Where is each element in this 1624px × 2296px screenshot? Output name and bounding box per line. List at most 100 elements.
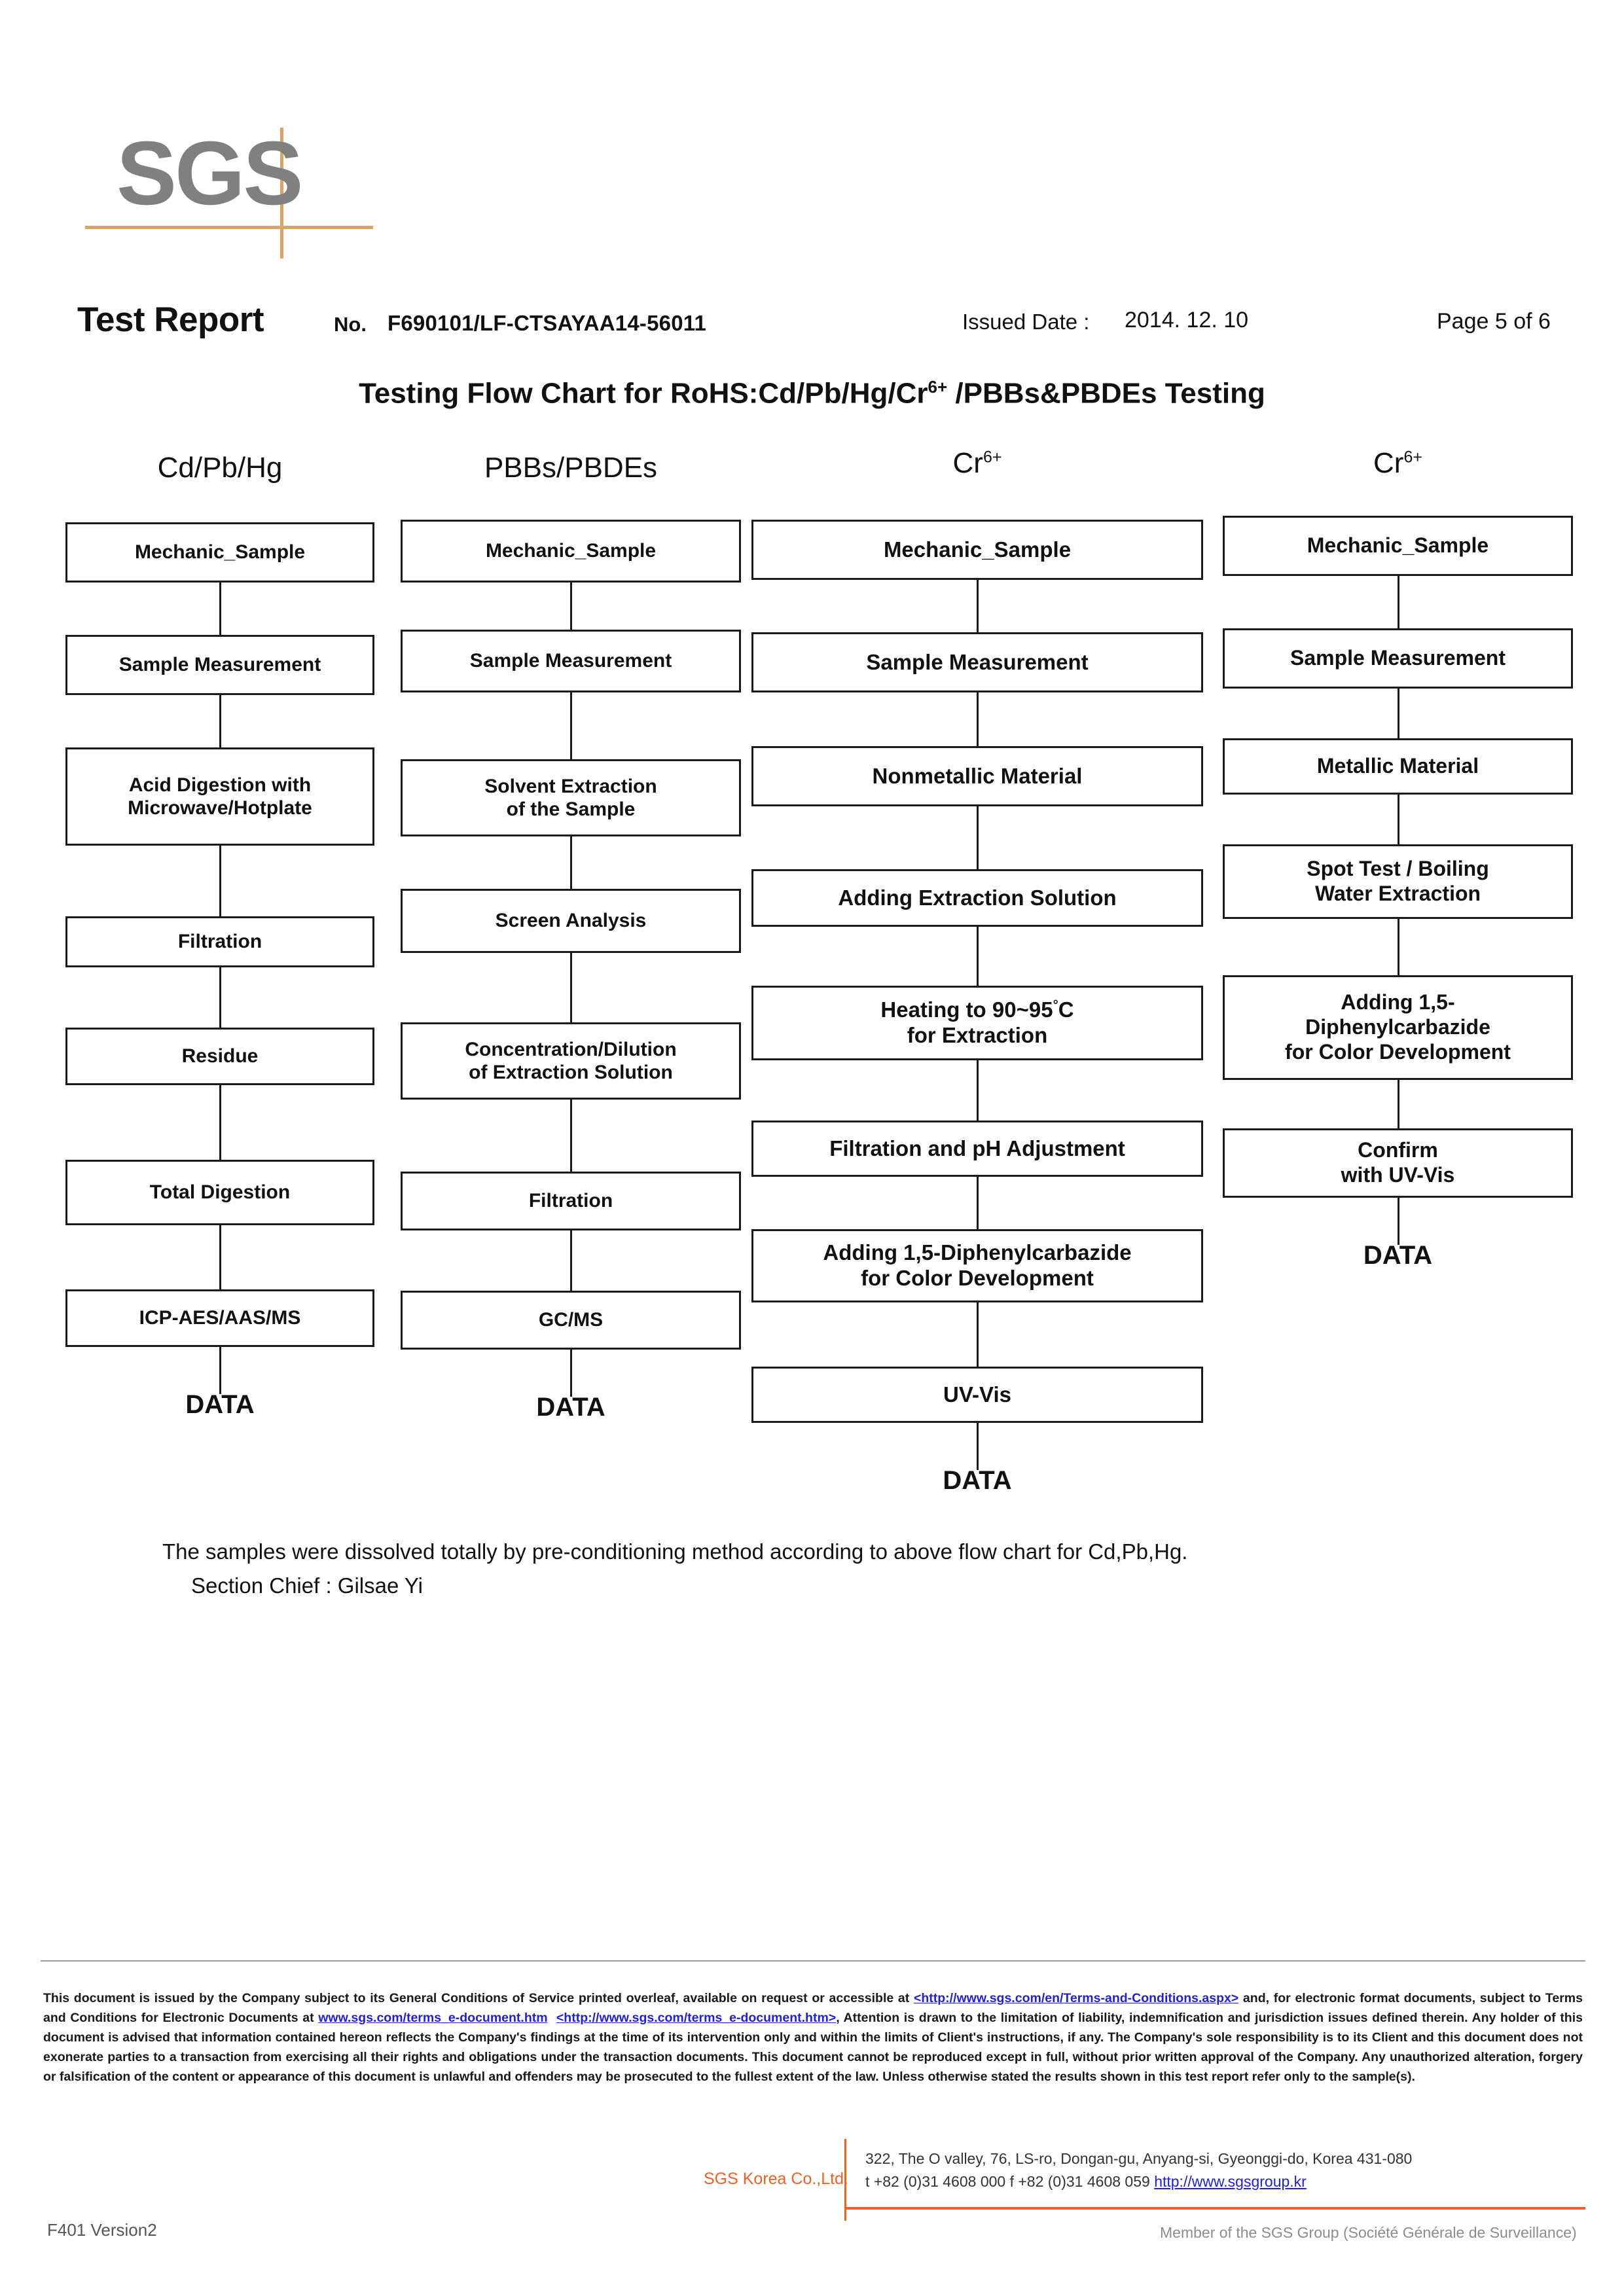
flow-column-heading: Cr6+ (1223, 447, 1573, 480)
e-document-terms-link[interactable]: www.sgs.com/terms_e-document.htm (318, 2011, 548, 2025)
flow-step-line: Total Digestion (149, 1181, 291, 1204)
flow-step-label: Residue (182, 1045, 259, 1067)
flow-step-line: Water Extraction (1314, 882, 1481, 905)
flow-step-line: Acid Digestion with (128, 774, 312, 796)
company-name: SGS Korea Co.,Ltd. (704, 2170, 848, 2188)
flow-step-line: ICP-AES/AAS/MS (139, 1307, 301, 1329)
flow-step-line: Mechanic_Sample (1307, 533, 1489, 558)
e-document-terms-url[interactable]: <http://www.sgs.com/terms_e-document.htm… (556, 2011, 837, 2025)
flow-step-line: Spot Test / Boiling (1307, 857, 1489, 881)
logo-wordmark: SGS (117, 123, 303, 224)
flow-connector-line (219, 694, 221, 749)
flow-connector-line (570, 952, 572, 1024)
flow-chart-title-tail: /PBBs&PBDEs Testing (947, 377, 1265, 410)
flow-connector-line (570, 835, 572, 890)
flow-connector-line (570, 581, 572, 631)
flow-step-box: Mechanic_Sample (751, 520, 1203, 580)
flow-terminal-data-label: DATA (536, 1393, 605, 1422)
flow-step-line: Mechanic_Sample (134, 541, 306, 564)
flow-step-box: Nonmetallic Material (751, 746, 1203, 806)
flow-step-box: Mechanic_Sample (65, 522, 374, 583)
flow-step-line: Mechanic_Sample (883, 537, 1072, 562)
flow-step-label: Nonmetallic Material (873, 764, 1083, 789)
sgs-group-member-note: Member of the SGS Group (Société Général… (1160, 2224, 1577, 2241)
flow-step-label: Sample Measurement (1290, 646, 1506, 671)
flow-step-box: Total Digestion (65, 1160, 374, 1225)
issued-date-label: Issued Date : (962, 310, 1090, 334)
flow-step-box: Sample Measurement (65, 635, 374, 695)
flow-connector-line (977, 691, 979, 747)
terms-and-conditions-link[interactable]: <http://www.sgs.com/en/Terms-and-Conditi… (913, 1991, 1239, 2005)
flow-chart-title: Testing Flow Chart for RoHS:Cd/Pb/Hg/Cr6… (0, 377, 1624, 410)
page-number: Page 5 of 6 (1437, 309, 1551, 334)
flow-connector-line (219, 1224, 221, 1291)
flow-column-heading-text: Cd/Pb/Hg (157, 452, 283, 484)
flow-step-line: Residue (181, 1045, 259, 1067)
flow-step-box: UV-Vis (751, 1367, 1203, 1423)
footer-divider (41, 1960, 1585, 1962)
flow-step-box: Filtration (65, 916, 374, 967)
flow-column-heading-text: Cr (952, 447, 983, 479)
flow-step-line: Diphenylcarbazide (1305, 1015, 1490, 1039)
flow-column-heading: Cr6+ (751, 447, 1203, 480)
flow-column-heading-superscript: 6+ (983, 448, 1002, 467)
sgs-logo: SGS (85, 128, 373, 262)
flow-step-box: Filtration and pH Adjustment (751, 1121, 1203, 1177)
flow-step-line: Metallic Material (1316, 754, 1479, 778)
flow-step-label: UV-Vis (943, 1382, 1011, 1408)
flow-step-box: Adding Extraction Solution (751, 869, 1203, 927)
flow-step-label: ICP-AES/AAS/MS (139, 1306, 301, 1329)
flow-terminal-data-label: DATA (185, 1390, 255, 1419)
flow-step-line: Sample Measurement (469, 650, 672, 672)
company-website-link[interactable]: http://www.sgsgroup.kr (1154, 2173, 1307, 2190)
company-address: 322, The O valley, 76, LS-ro, Dongan-gu,… (865, 2150, 1413, 2167)
disclaimer-part-3: , Attention is drawn to the limitation o… (43, 2011, 1583, 2084)
flow-connector-line (977, 805, 979, 870)
flow-step-line: of the Sample (506, 798, 636, 820)
flow-terminal-data-label: DATA (943, 1466, 1012, 1495)
flow-column-heading: PBBs/PBDEs (401, 452, 741, 484)
flow-step-line: Concentration/Dilution (465, 1038, 677, 1060)
report-no-label: No. (334, 313, 367, 336)
flow-step-label: Filtration (178, 930, 262, 953)
flow-connector-line (977, 1059, 979, 1122)
flow-connector-line (977, 1301, 979, 1368)
disclaimer-part-2: and, for electronic format documents, su… (43, 1991, 1583, 2025)
flow-connector-line (570, 1229, 572, 1292)
flow-column-heading: Cd/Pb/Hg (65, 452, 374, 484)
address-vertical-rule (844, 2139, 846, 2221)
flow-step-label: Mechanic_Sample (884, 537, 1071, 563)
flow-step-box: GC/MS (401, 1291, 741, 1350)
flow-step-label: Adding Extraction Solution (838, 886, 1116, 911)
flow-step-box: Residue (65, 1028, 374, 1085)
flow-step-label: Sample Measurement (470, 649, 672, 672)
flow-step-label: Metallic Material (1317, 754, 1479, 779)
flow-step-line: of Extraction Solution (469, 1062, 673, 1083)
flow-connector-line (1397, 687, 1399, 740)
flow-step-line: Confirm (1358, 1138, 1438, 1162)
flow-column-heading-superscript: 6+ (1403, 448, 1422, 467)
flow-chart-title-main: Testing Flow Chart for RoHS:Cd/Pb/Hg/Cr (359, 377, 928, 410)
flow-connector-line (570, 1348, 572, 1397)
note-dissolution: The samples were dissolved totally by pr… (162, 1539, 1188, 1564)
flow-column-heading-text: PBBs/PBDEs (484, 452, 658, 484)
disclaimer-part-1: This document is issued by the Company s… (43, 1991, 914, 2005)
flow-connector-line (570, 691, 572, 761)
flow-connector-line (977, 1175, 979, 1230)
flow-step-line: Adding 1,5-Diphenylcarbazide (823, 1240, 1132, 1265)
flow-step-line: for Extraction (907, 1023, 1048, 1047)
logo-vertical-rule (280, 128, 283, 259)
flow-connector-line (977, 925, 979, 987)
